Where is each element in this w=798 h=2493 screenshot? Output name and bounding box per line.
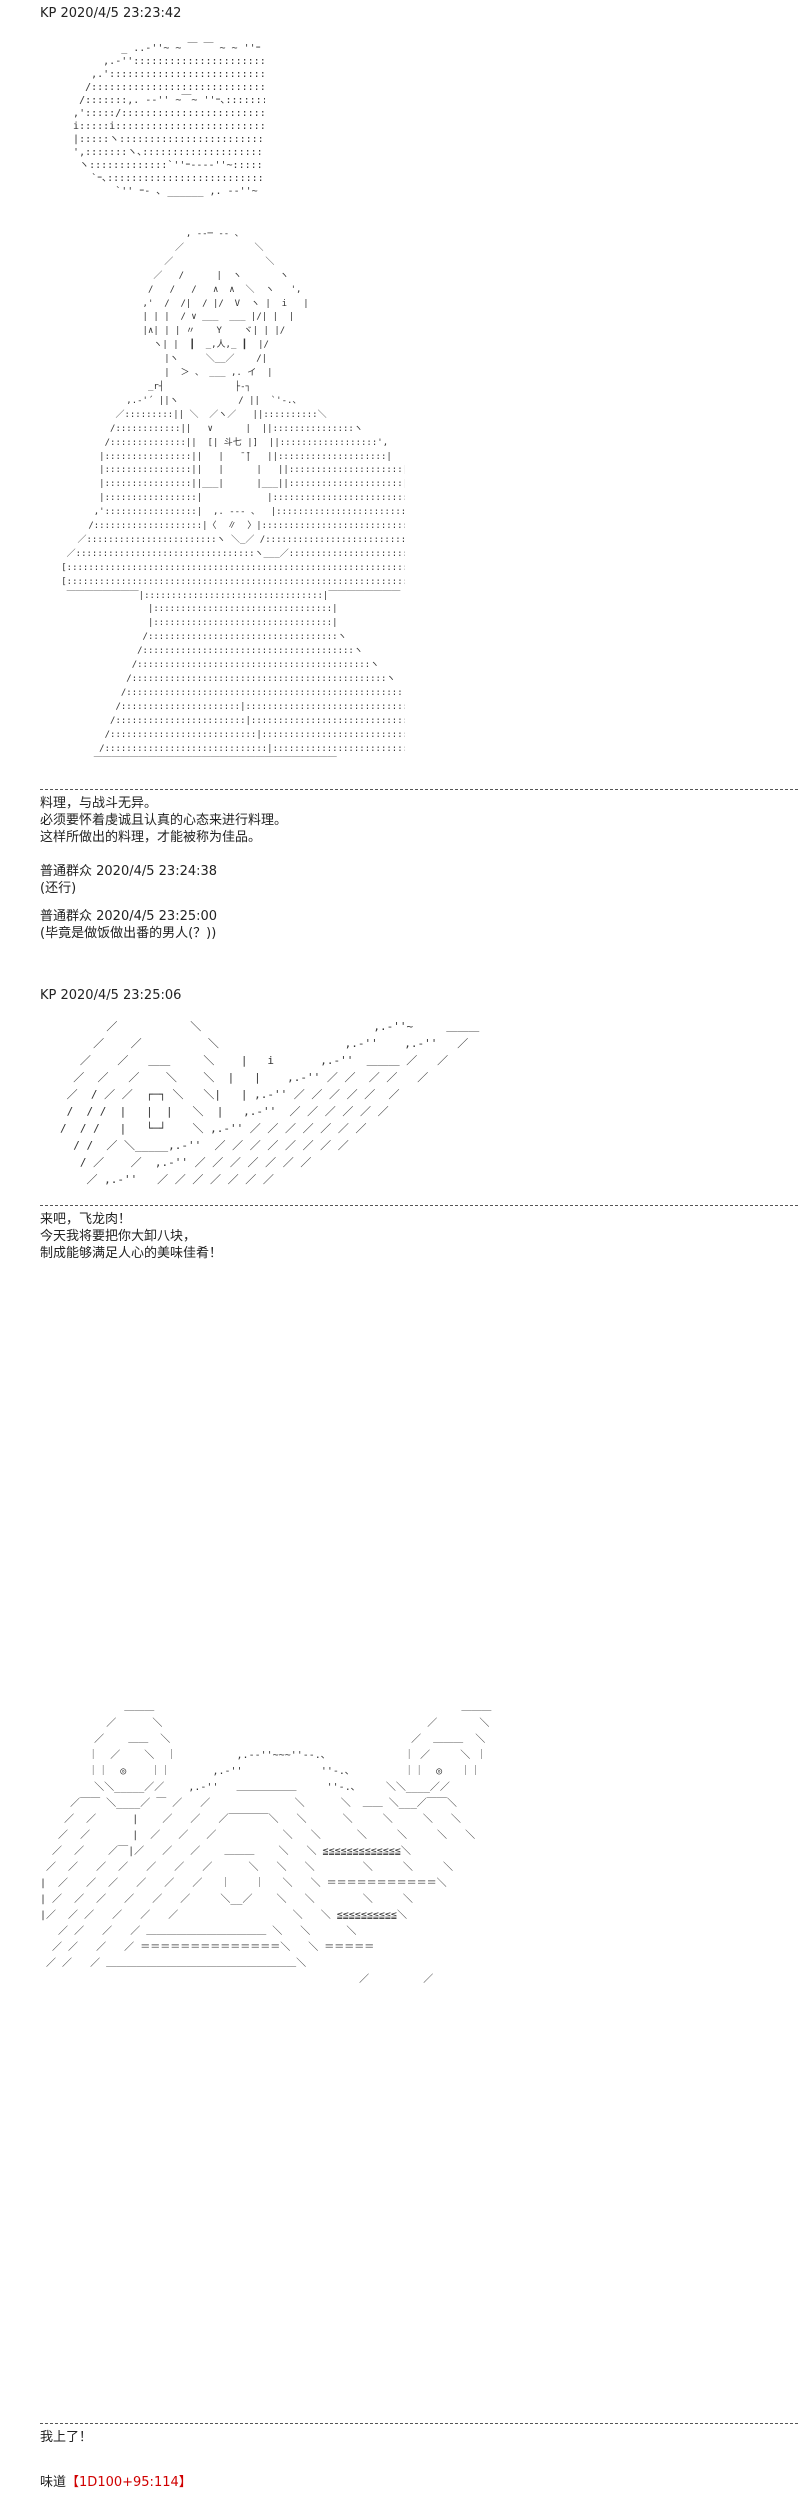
reply-header-2: 普通群众 2020/4/5 23:25:00 [40, 909, 218, 924]
dice-roll: 味道【1D100+95:114】 [40, 2474, 192, 2491]
chef-art: , -‐─ ‐- 、 ／ ＼ ／ ＼ ／ / | ヽ ヽ / / / ∧ ∧ ＼… [61, 229, 405, 768]
divider [40, 789, 798, 790]
reply-text-2: (毕竟是做饭做出番的男人(？)) [40, 926, 217, 941]
divider [40, 1205, 798, 1206]
divider [40, 2423, 798, 2424]
slash-art: ／ ＼ ,.-''~ ＿＿＿ ／ ／ ＼ ,.-'' ,.-'' ／ ／ ／ ＿… [60, 1020, 480, 1186]
dice-result: 1D100+95:114 [79, 2475, 179, 2490]
final-line: 我上了！ [40, 2430, 93, 2445]
dice-close-bracket: 】 [178, 2475, 192, 2490]
reply-text-1: (还行) [40, 881, 77, 896]
post-header-2: KP 2020/4/5 23:25:06 [40, 988, 182, 1003]
narration-2: 来吧，飞龙肉！ 今天我将要把你大卸八块， 制成能够满足人心的美味佳肴！ [40, 1212, 223, 1261]
meat-slab-art: _ ..-''~ ~ ￣ ￣ ~ ~ ''ｰ ､, ,.-'':::::::::… [73, 43, 265, 197]
narration-1: 料理，与战斗无异。 必须要怀着虔诚且认真的心态来进行料理。 这样所做出的料理，才… [40, 796, 288, 845]
dice-open-bracket: 【 [66, 2475, 80, 2490]
post-header-1: KP 2020/4/5 23:23:42 [40, 6, 182, 21]
reply-header-1: 普通群众 2020/4/5 23:24:38 [40, 864, 218, 879]
dice-label: 味道 [40, 2475, 67, 2490]
action-art: ＿＿＿ ＿＿＿ ／ ＼ ／ ＼ ／ ＿＿ ＼ ／ ＿＿＿ ＼ [40, 1702, 492, 1985]
